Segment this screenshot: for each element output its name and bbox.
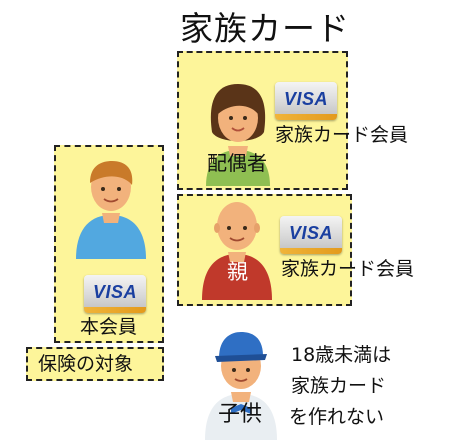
parent-role-label: 親 xyxy=(227,260,248,284)
spouse-visa-card-icon: VISA xyxy=(275,82,337,120)
insurance-coverage-box xyxy=(26,347,164,381)
parent-visa-card-icon: VISA xyxy=(280,216,342,254)
child-role-label: 子供 xyxy=(218,402,263,427)
primary-visa-card-icon: VISA xyxy=(84,275,146,313)
boy-avatar-icon xyxy=(205,332,277,440)
elder-man-avatar-icon xyxy=(202,202,272,300)
child-note-line-1: 18歳未満は xyxy=(291,344,392,366)
woman-avatar-icon xyxy=(206,84,270,186)
man-avatar-icon xyxy=(76,161,146,259)
parent-card-label: 家族カード会員 xyxy=(281,258,415,280)
spouse-role-label: 配偶者 xyxy=(207,151,267,175)
child-note-line-2: 家族カード xyxy=(291,375,387,397)
child-note-line-3: を作れない xyxy=(289,406,385,428)
diagram-title: 家族カード xyxy=(180,9,350,48)
spouse-card-label: 家族カード会員 xyxy=(275,124,409,146)
insurance-coverage-label: 保険の対象 xyxy=(38,353,134,375)
primary-member-label: 本会員 xyxy=(80,316,138,338)
